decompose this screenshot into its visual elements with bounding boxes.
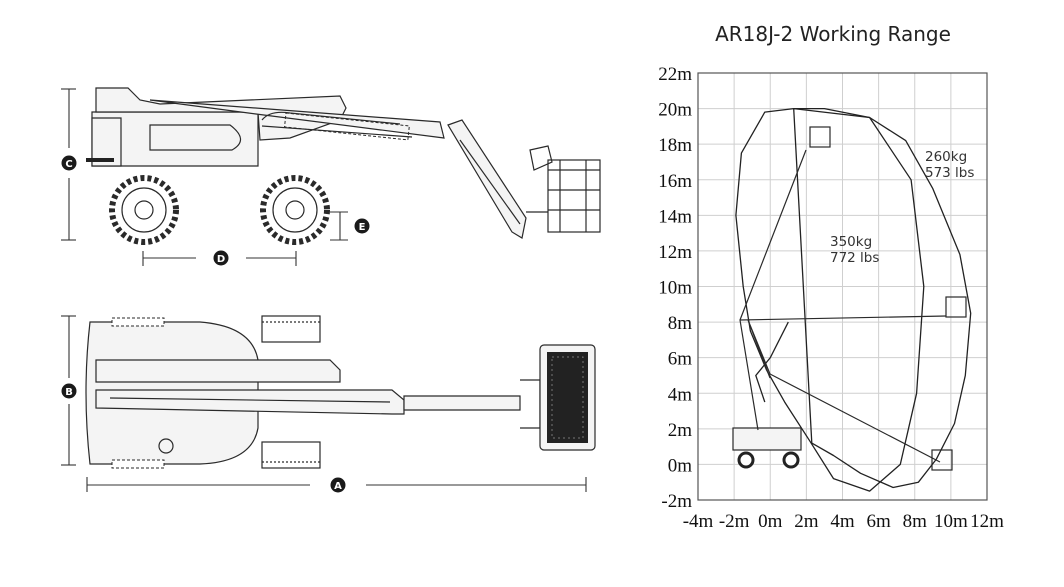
x-tick-label: 8m — [903, 511, 928, 532]
zone-inner-capacity-kg: 350kg — [830, 234, 872, 250]
x-tick-label: 12m — [970, 511, 1004, 532]
plot-frame — [697, 72, 988, 501]
boom-horizontal-reach — [739, 315, 947, 321]
x-tick-label: -4m — [683, 511, 714, 532]
zone-inner-capacity-lbs: 772 lbs — [830, 250, 879, 266]
cable-chain — [283, 112, 410, 141]
wheel-top-right — [261, 315, 321, 343]
y-tick-label: 4m — [668, 384, 693, 405]
envelope-350kg — [735, 107, 925, 492]
chart-title: AR18J-2 Working Range — [715, 22, 951, 46]
range-envelopes — [735, 107, 972, 492]
y-tick-label: 2m — [668, 420, 693, 441]
wheel-bottom-right — [261, 441, 321, 469]
y-axis-ticks: 22m 20m 18m 16m 14m 12m 10m 8m 6m 4m 2m 0m -2m — [658, 64, 692, 512]
rear-wheel — [109, 175, 179, 245]
y-tick-label: 14m — [658, 206, 692, 227]
dim-d-label: D — [217, 254, 225, 265]
boom-top — [95, 389, 405, 415]
y-tick-label: 16m — [658, 171, 692, 192]
zone-outer-capacity-lbs: 573 lbs — [925, 165, 974, 181]
dim-b-label: B — [65, 387, 73, 398]
front-wheel — [260, 175, 330, 245]
jib-top — [403, 395, 521, 411]
x-tick-label: 10m — [934, 511, 968, 532]
y-tick-label: 20m — [658, 100, 692, 121]
x-tick-label: 0m — [758, 511, 783, 532]
zone-outer-capacity-kg: 260kg — [925, 149, 967, 165]
dim-a-label: A — [334, 481, 342, 492]
turntable-top — [95, 359, 341, 383]
y-tick-label: 6m — [668, 349, 693, 370]
x-tick-label: 6m — [866, 511, 891, 532]
x-tick-label: 4m — [830, 511, 855, 532]
work-platform — [526, 145, 601, 233]
x-tick-label: 2m — [794, 511, 819, 532]
envelope-350kg-inner — [755, 321, 789, 403]
top-view — [61, 315, 596, 492]
jib-arm — [447, 119, 527, 239]
dim-c-label: C — [65, 159, 72, 170]
y-tick-label: 22m — [658, 64, 692, 85]
y-tick-label: -2m — [661, 491, 692, 512]
envelope-260kg — [793, 107, 972, 489]
dimension-badges: C D E B A — [61, 155, 370, 493]
x-tick-label: -2m — [719, 511, 750, 532]
boom-low-reach — [747, 319, 941, 463]
y-tick-label: 12m — [658, 242, 692, 263]
y-tick-label: 18m — [658, 135, 692, 156]
dim-e-label: E — [359, 222, 366, 233]
y-tick-label: 10m — [658, 278, 692, 299]
y-tick-label: 8m — [668, 313, 693, 334]
main-boom — [149, 99, 445, 139]
lift-silhouette — [732, 126, 967, 471]
y-tick-label: 0m — [668, 455, 693, 476]
hazard-stripe — [86, 158, 114, 162]
counterweight — [91, 117, 122, 167]
side-view — [61, 87, 601, 266]
